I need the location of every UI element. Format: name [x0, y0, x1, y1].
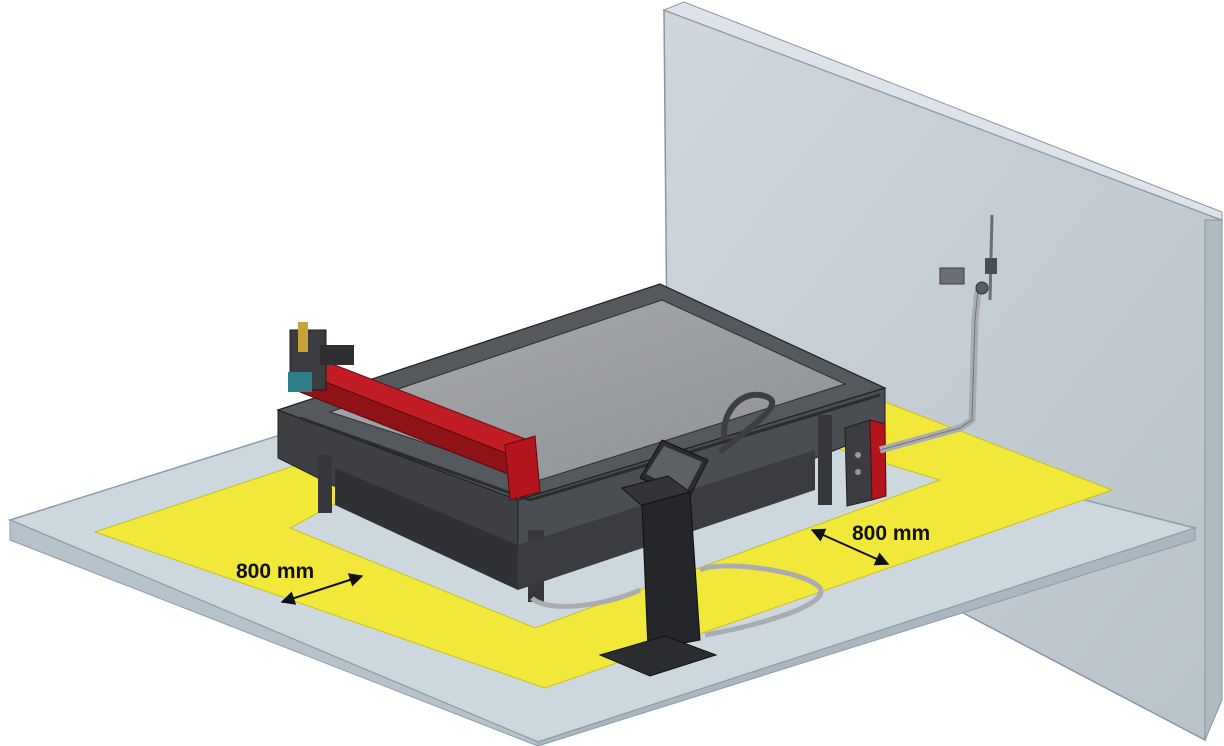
power-source: [844, 419, 887, 507]
machine-under-cabinet: [335, 468, 518, 590]
wall-top-edge: [662, 1, 1223, 221]
pipe-valve: [985, 258, 997, 274]
machine-leg: [818, 415, 832, 505]
console-cable: [698, 563, 824, 638]
power-source-side: [869, 419, 887, 501]
power-source-front: [844, 419, 873, 507]
machine-leg: [318, 455, 332, 513]
console-post: [641, 491, 701, 651]
dimension-right: 800 mm: [810, 522, 930, 566]
wall-switch-box: [939, 267, 965, 285]
dimension-arrow-left: [280, 573, 364, 605]
floor-cable: [530, 587, 642, 609]
pipe-riser: [988, 214, 994, 301]
pipe-regulator: [975, 281, 989, 295]
carriage-cover: [288, 372, 312, 392]
power-source-knob: [855, 452, 861, 458]
dimension-left: 800 mm: [236, 560, 364, 605]
control-console: [530, 439, 824, 677]
power-source-knob: [855, 469, 861, 475]
wall-pipe: [879, 214, 997, 454]
torch-head: [298, 322, 308, 352]
cable-chain: [718, 391, 776, 455]
rail-front: [299, 416, 531, 502]
dimension-label-left: 800 mm: [236, 560, 314, 583]
floor-front-edge-right: [537, 527, 1196, 746]
dimension-label-right: 800 mm: [852, 522, 930, 545]
pipe-run-outline: [879, 289, 979, 451]
gantry-end-plate: [504, 435, 541, 501]
floor-front-edge-left: [9, 519, 539, 746]
carriage-motor: [320, 345, 354, 365]
dimension-arrow-right: [810, 528, 890, 566]
console-base: [598, 635, 718, 677]
wall-side-edge: [1204, 219, 1223, 741]
console-screen-glass: [646, 446, 702, 494]
rail-back: [529, 393, 881, 502]
